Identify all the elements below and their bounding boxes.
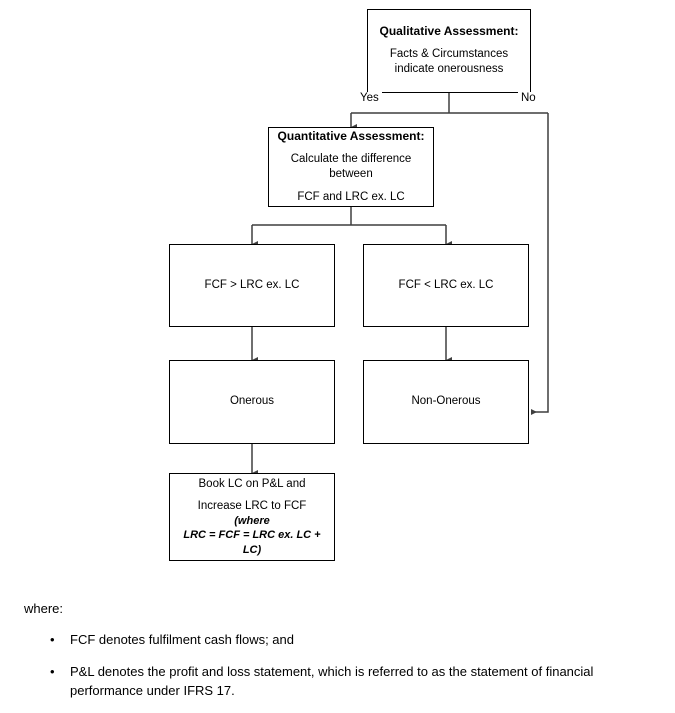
node-onerous-label: Onerous (229, 395, 275, 408)
node-book-lc-line3: (where (234, 514, 270, 527)
node-quantitative-assessment: Quantitative Assessment: Calculate the d… (268, 127, 434, 207)
flowchart-connectors (251, 93, 549, 476)
where-label: where: (24, 601, 64, 616)
list-item: • FCF denotes fulfilment cash flows; and (24, 631, 654, 650)
edge-label-yes: Yes (357, 92, 382, 104)
node-fcf-less-label: FCF < LRC ex. LC (398, 278, 494, 291)
node-book-lc-line4: LRC = FCF = LRC ex. LC + LC) (183, 529, 321, 556)
node-quantitative-header: Quantitative Assessment: (277, 129, 425, 144)
node-book-lc-on-pl: Book LC on P&L and Increase LRC to FCF (… (169, 473, 335, 561)
node-fcf-less-than-lrc: FCF < LRC ex. LC (363, 244, 529, 327)
node-fcf-greater-than-lrc: FCF > LRC ex. LC (169, 244, 335, 327)
note-fcf-definition: FCF denotes fulfilment cash flows; and (70, 631, 294, 647)
bullet-icon: • (50, 631, 55, 647)
node-onerous: Onerous (169, 360, 335, 444)
list-item: • P&L denotes the profit and loss statem… (24, 663, 654, 701)
notes-section: where: • FCF denotes fulfilment cash flo… (24, 600, 654, 713)
node-quantitative-line3: FCF and LRC ex. LC (297, 190, 405, 203)
node-qualitative-assessment: Qualitative Assessment: Facts & Circumst… (367, 9, 531, 93)
node-non-onerous: Non-Onerous (363, 360, 529, 444)
node-non-onerous-label: Non-Onerous (411, 395, 481, 408)
node-fcf-greater-label: FCF > LRC ex. LC (204, 278, 300, 291)
note-pl-definition: P&L denotes the profit and loss statemen… (70, 663, 594, 698)
node-quantitative-line2: between (329, 168, 373, 181)
bullet-icon: • (50, 663, 55, 679)
node-qualitative-line1: Facts & Circumstances (389, 48, 509, 61)
node-qualitative-line2: indicate onerousness (394, 63, 504, 76)
node-book-lc-line2: Increase LRC to FCF (197, 499, 307, 512)
node-quantitative-line1: Calculate the difference (290, 153, 412, 166)
edge-label-no: No (518, 92, 539, 104)
node-qualitative-header: Qualitative Assessment: (379, 24, 519, 39)
node-book-lc-line1: Book LC on P&L and (198, 477, 306, 490)
